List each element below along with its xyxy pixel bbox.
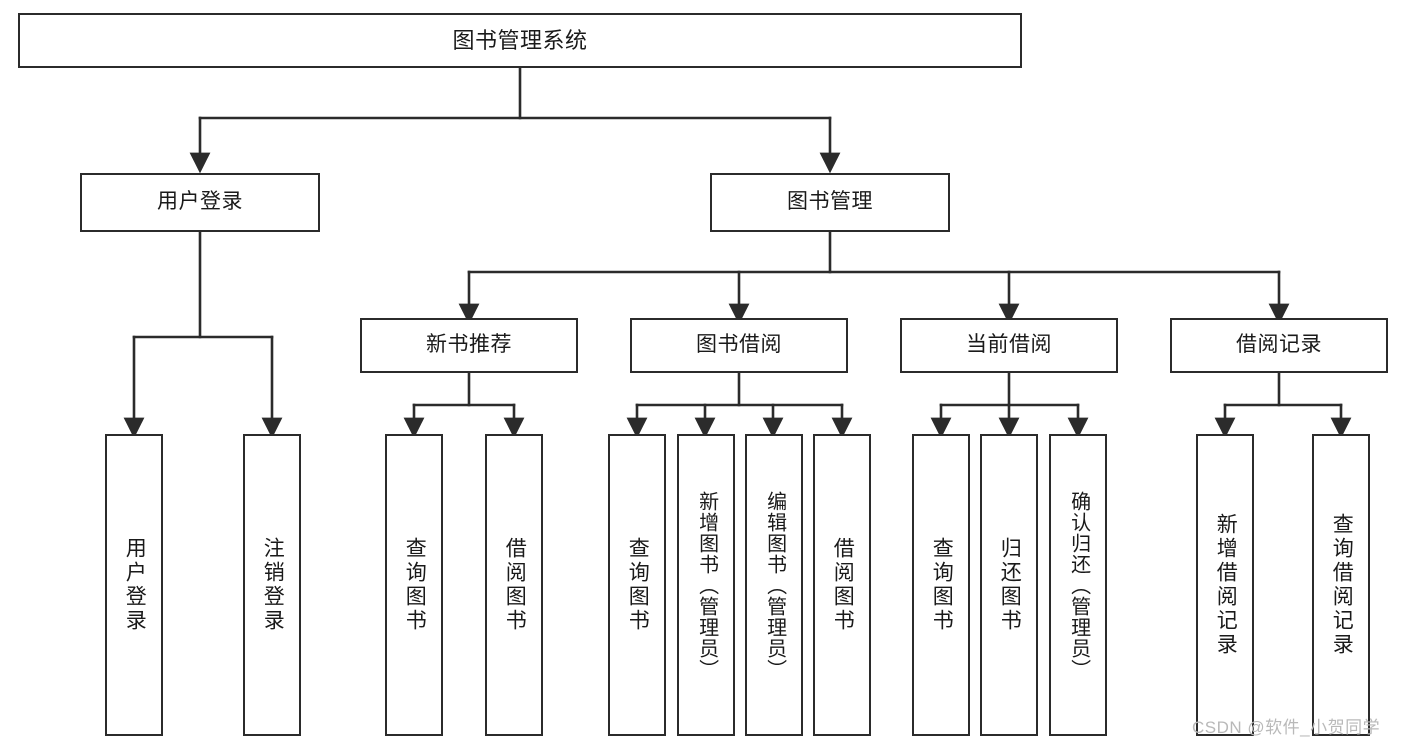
leaf-book-borrow-query-label: 查询图书: [626, 537, 650, 633]
leaf-current-borrow-query[interactable]: 查询图书: [912, 434, 970, 736]
leaf-current-borrow-return-label: 归还图书: [998, 537, 1022, 633]
node-current-borrow-label: 当前借阅: [966, 333, 1052, 357]
leaf-user-login-login-label: 用户登录: [123, 537, 147, 633]
leaf-current-borrow-confirm[interactable]: 确认归还（管理员）: [1049, 434, 1107, 736]
node-new-book-recommend[interactable]: 新书推荐: [360, 318, 578, 373]
leaf-borrow-record-query[interactable]: 查询借阅记录: [1312, 434, 1370, 736]
leaf-new-book-query[interactable]: 查询图书: [385, 434, 443, 736]
csdn-watermark: CSDN @软件_小贺同学: [1192, 718, 1381, 737]
node-book-manage[interactable]: 图书管理: [710, 173, 950, 232]
leaf-user-login-logout-label: 注销登录: [261, 537, 285, 633]
leaf-user-login-login[interactable]: 用户登录: [105, 434, 163, 736]
leaf-book-borrow-borrow-label: 借阅图书: [831, 537, 855, 633]
node-book-borrow[interactable]: 图书借阅: [630, 318, 848, 373]
node-borrow-record[interactable]: 借阅记录: [1170, 318, 1388, 373]
leaf-borrow-record-query-label: 查询借阅记录: [1330, 513, 1354, 657]
leaf-borrow-record-add[interactable]: 新增借阅记录: [1196, 434, 1254, 736]
node-root[interactable]: 图书管理系统: [18, 13, 1022, 68]
leaf-book-borrow-edit[interactable]: 编辑图书（管理员）: [745, 434, 803, 736]
node-user-login[interactable]: 用户登录: [80, 173, 320, 232]
leaf-book-borrow-edit-label: 编辑图书（管理员）: [763, 490, 786, 680]
leaf-book-borrow-query[interactable]: 查询图书: [608, 434, 666, 736]
leaf-current-borrow-confirm-label: 确认归还（管理员）: [1067, 490, 1090, 680]
leaf-book-borrow-add-label: 新增图书（管理员）: [695, 490, 718, 680]
node-new-book-recommend-label: 新书推荐: [426, 333, 512, 357]
node-book-manage-label: 图书管理: [787, 190, 873, 214]
node-root-label: 图书管理系统: [452, 27, 588, 53]
node-user-login-label: 用户登录: [157, 190, 243, 214]
leaf-book-borrow-borrow[interactable]: 借阅图书: [813, 434, 871, 736]
leaf-new-book-query-label: 查询图书: [403, 537, 427, 633]
leaf-current-borrow-query-label: 查询图书: [930, 537, 954, 633]
leaf-borrow-record-add-label: 新增借阅记录: [1214, 513, 1238, 657]
node-book-borrow-label: 图书借阅: [696, 333, 782, 357]
leaf-book-borrow-add[interactable]: 新增图书（管理员）: [677, 434, 735, 736]
leaf-new-book-borrow[interactable]: 借阅图书: [485, 434, 543, 736]
node-borrow-record-label: 借阅记录: [1236, 333, 1322, 357]
leaf-user-login-logout[interactable]: 注销登录: [243, 434, 301, 736]
node-current-borrow[interactable]: 当前借阅: [900, 318, 1118, 373]
leaf-current-borrow-return[interactable]: 归还图书: [980, 434, 1038, 736]
leaf-new-book-borrow-label: 借阅图书: [503, 537, 527, 633]
